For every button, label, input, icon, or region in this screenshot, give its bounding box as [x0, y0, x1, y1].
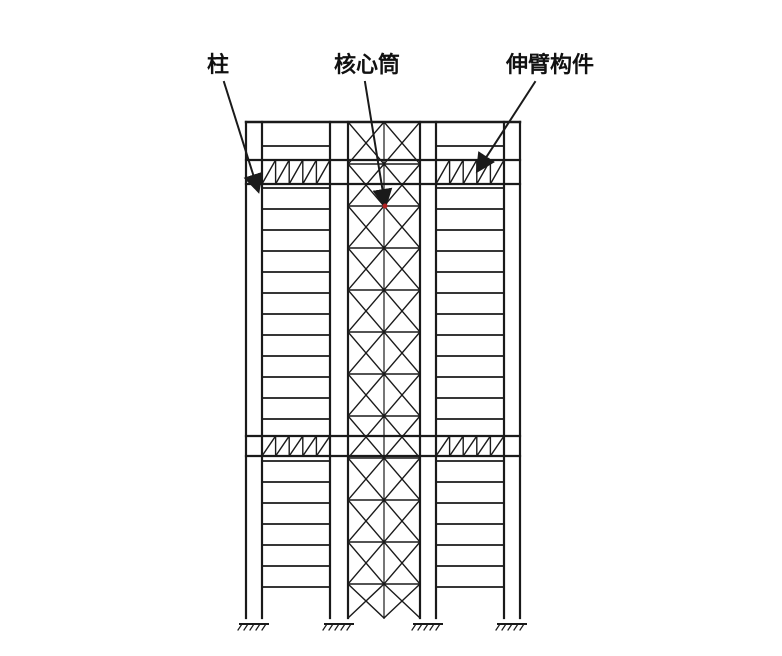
core-brace-11-0b [347, 583, 385, 619]
support-hatch-0-12 [249, 623, 255, 631]
outrigger-lower-diag-1-4 [489, 435, 505, 457]
support-hatch-1-12 [334, 623, 340, 631]
core-brace-9-0b [347, 499, 385, 543]
outrigger-trusses [244, 158, 522, 458]
outrigger-upper-diag-0-2 [288, 159, 304, 185]
support-hatch-0-24 [261, 623, 267, 631]
ground-supports [237, 623, 527, 631]
support-hatch-3-12 [507, 623, 513, 631]
core-brace-11-1b [383, 583, 421, 619]
outrigger-lower-diag-0-2 [288, 435, 304, 457]
support-hatch-0-6 [243, 623, 249, 631]
floor-beams [261, 145, 505, 588]
core-brace-0-1b [383, 121, 421, 165]
column-label: 柱 [207, 53, 229, 78]
outrigger-lower-diag-1-1 [448, 435, 465, 457]
outrigger-lower-diag-1-0 [435, 435, 451, 457]
core-brace-6-0b [347, 373, 385, 417]
core-brace-5-1b [383, 331, 421, 375]
outrigger-lower-diag-0-3 [301, 435, 318, 457]
core-brace-3-0b [347, 247, 385, 291]
outrigger-upper-diag-1-3 [475, 159, 492, 185]
outrigger-upper-diag-0-4 [315, 159, 331, 185]
support-hatch-2-24 [435, 623, 441, 631]
core-brace-10-1b [383, 541, 421, 585]
support-hatch-3-24 [519, 623, 525, 631]
core-brace-2-0b [347, 205, 385, 249]
support-hatch-1-6 [328, 623, 334, 631]
column-leader-arrow [222, 80, 263, 194]
outrigger-upper-diag-1-0 [435, 159, 451, 185]
outrigger-upper-diag-1-2 [462, 159, 478, 185]
outrigger-upper-diag-1-4 [489, 159, 505, 185]
support-hatch-0-18 [255, 623, 261, 631]
support-hatch-0-0 [237, 623, 243, 631]
columns [244, 120, 522, 620]
support-hatch-1-0 [322, 623, 328, 631]
outrigger-lower-diag-0-4 [315, 435, 331, 457]
support-hatch-3-18 [513, 623, 519, 631]
support-hatch-2-0 [411, 623, 417, 631]
core-brace-6-1b [383, 373, 421, 417]
core-brace-3-1b [383, 247, 421, 291]
support-hatch-3-6 [501, 623, 507, 631]
core-marker [382, 203, 388, 209]
core-tube [244, 120, 522, 620]
core-brace-8-0b [347, 457, 385, 501]
support-hatch-2-12 [423, 623, 429, 631]
outrigger-lower-diag-0-0 [261, 435, 277, 457]
core-brace-0-0b [347, 121, 385, 165]
support-hatch-2-6 [417, 623, 423, 631]
support-hatch-2-18 [429, 623, 435, 631]
core-brace-4-1b [383, 289, 421, 333]
core-brace-5-0b [347, 331, 385, 375]
outrigger-lower-diag-1-2 [462, 435, 478, 457]
support-hatch-1-18 [340, 623, 346, 631]
core-brace-4-0b [347, 289, 385, 333]
support-hatch-3-0 [495, 623, 501, 631]
outrigger-label: 伸臂构件 [505, 52, 594, 78]
outrigger-lower-diag-0-1 [274, 435, 291, 457]
outrigger-upper-diag-0-3 [301, 159, 318, 185]
core-brace-10-0b [347, 541, 385, 585]
core-brace-9-1b [383, 499, 421, 543]
support-hatch-1-24 [346, 623, 352, 631]
outrigger-upper-diag-1-1 [448, 159, 465, 185]
core-brace-2-1b [383, 205, 421, 249]
outrigger-leader-arrow [475, 80, 537, 174]
outrigger-upper-diag-0-0 [261, 159, 277, 185]
core-brace-8-1b [383, 457, 421, 501]
core-tube-label: 核心筒 [334, 52, 400, 78]
outrigger-upper-diag-0-1 [274, 159, 291, 185]
outrigger-lower-diag-1-3 [475, 435, 492, 457]
